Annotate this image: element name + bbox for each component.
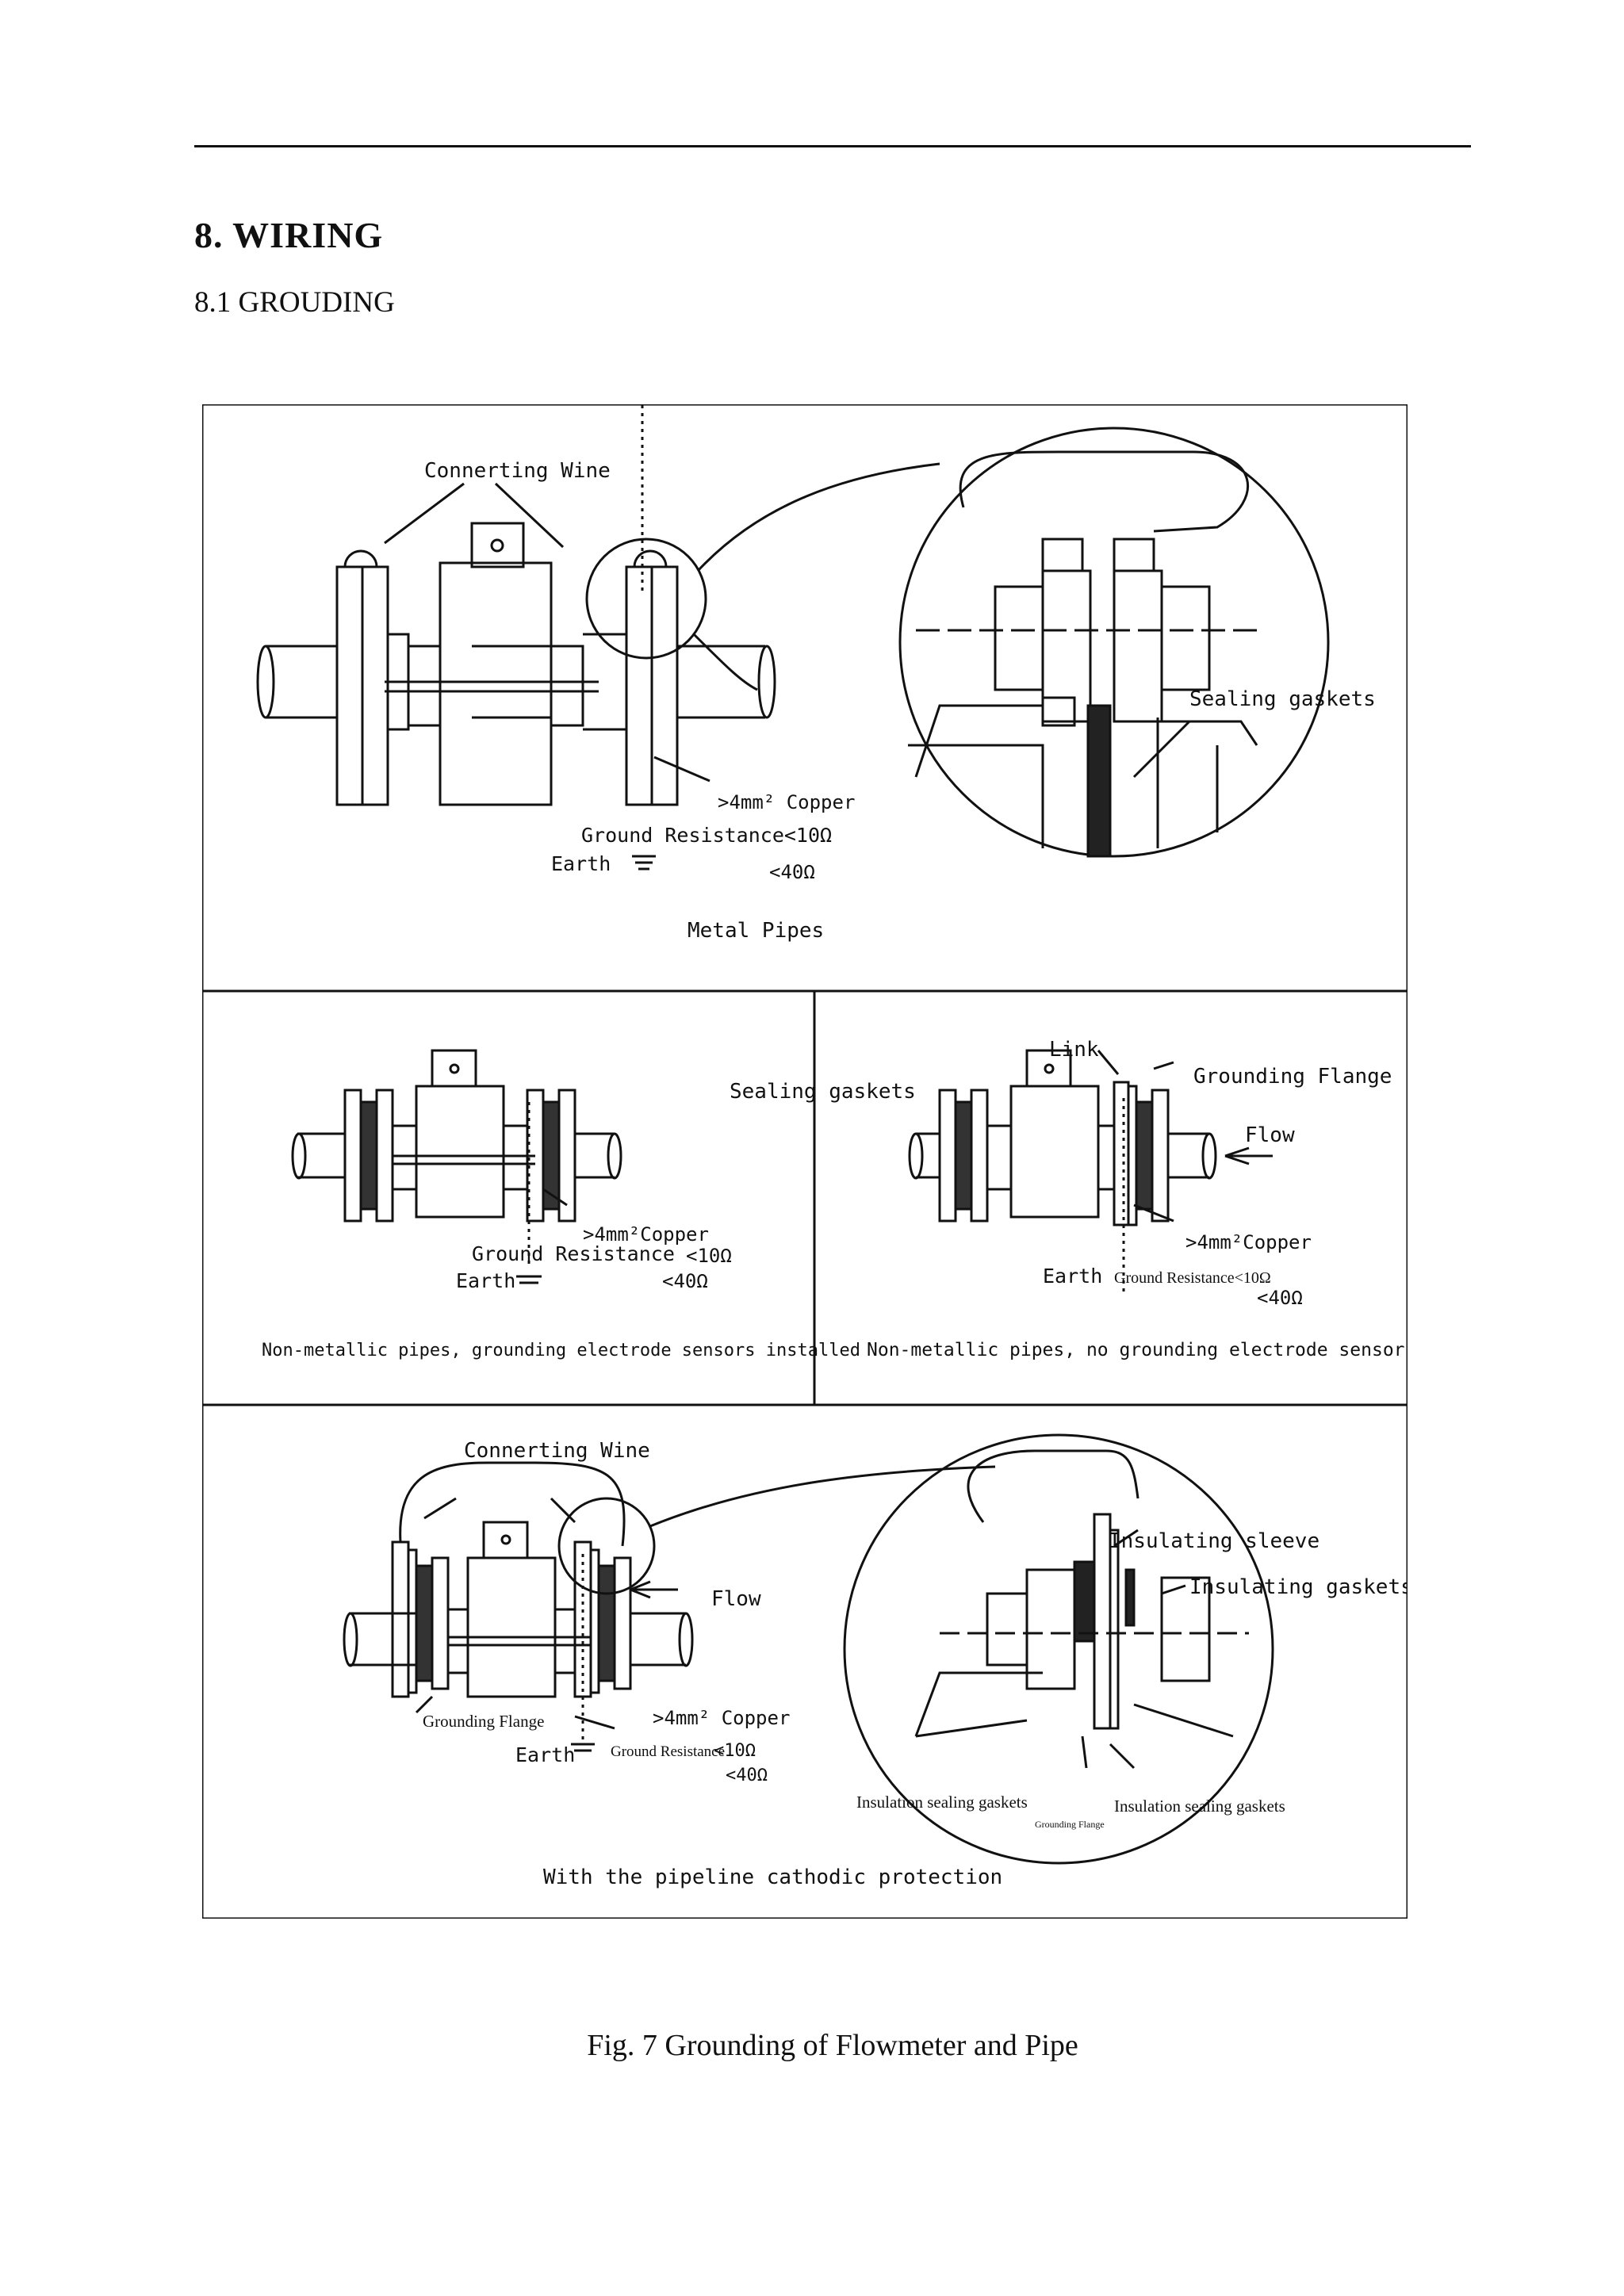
label-earth-1: Earth xyxy=(551,852,611,875)
figure-frame xyxy=(202,404,1408,1919)
label-ground-resistance-1: Ground Resistance<10Ω xyxy=(581,824,832,847)
header-rule xyxy=(194,145,1471,147)
label-40-4: <40Ω xyxy=(726,1766,768,1785)
label-10-2: <10Ω xyxy=(686,1245,732,1267)
label-40-2: <40Ω xyxy=(662,1270,708,1292)
label-insulating-gaskets: Insulating gaskets xyxy=(1189,1575,1408,1599)
label-earth-4: Earth xyxy=(515,1743,575,1766)
grounding-figure: Connerting Wine Sealing gaskets >4mm² Co… xyxy=(202,404,1408,1919)
label-40-1: <40Ω xyxy=(769,861,815,883)
flow-arrow-panel3 xyxy=(1224,1146,1250,1165)
label-copper-1: >4mm² Copper xyxy=(718,791,855,813)
label-flow-4: Flow xyxy=(711,1587,761,1611)
label-earth-3: Earth xyxy=(1043,1265,1102,1288)
panel-title-nonmetal-sensors: Non-metallic pipes, grounding electrode … xyxy=(262,1341,860,1360)
label-copper-2: >4mm²Copper xyxy=(583,1223,709,1246)
label-40-3: <40Ω xyxy=(1257,1287,1303,1309)
label-link: Link xyxy=(1049,1038,1099,1062)
flow-arrow-panel4 xyxy=(630,1580,651,1599)
nonmetal-sensors-assembly xyxy=(291,1049,622,1284)
label-earth-2: Earth xyxy=(456,1269,515,1292)
label-grounding-flange-small: Grounding Flange xyxy=(1035,1819,1105,1830)
label-ground-resistance-4: Ground Resistance xyxy=(611,1743,725,1760)
label-copper-4: >4mm² Copper xyxy=(653,1707,790,1729)
metal-pipes-zoom-detail xyxy=(898,427,1330,858)
label-10-4: <10Ω xyxy=(714,1741,756,1761)
label-insulation-sealing-left: Insulation sealing gaskets xyxy=(856,1793,1028,1812)
section-title: 8. WIRING xyxy=(194,215,384,255)
label-insulation-sealing-right: Insulation sealing gaskets xyxy=(1114,1797,1285,1816)
panel-title-nonmetal-no-sensors: Non-metallic pipes, no grounding electro… xyxy=(867,1340,1408,1360)
label-sealing-gaskets-2: Sealing gaskets xyxy=(730,1080,916,1104)
label-ground-resistance-3: Ground Resistance<10Ω xyxy=(1114,1269,1271,1287)
grounding-diagram: Connerting Wine Sealing gaskets >4mm² Co… xyxy=(202,404,1408,1919)
label-connecting-wire-4: Connerting Wine xyxy=(464,1439,650,1463)
cathodic-assembly xyxy=(343,1461,996,1752)
label-connecting-wire-1: Connerting Wine xyxy=(424,459,611,483)
nonmetal-no-sensors-assembly xyxy=(908,1049,1273,1292)
panel-title-cathodic: With the pipeline cathodic protection xyxy=(543,1866,1002,1889)
label-insulating-sleeve: Insulating sleeve xyxy=(1109,1529,1320,1553)
label-sealing-gaskets-1: Sealing gaskets xyxy=(1189,687,1376,711)
label-grounding-flange-4: Grounding Flange xyxy=(423,1712,544,1731)
panel-title-metal-pipes: Metal Pipes xyxy=(688,919,824,943)
cathodic-zoom-detail xyxy=(843,1433,1274,1865)
metal-pipes-assembly xyxy=(256,404,940,871)
label-flow-3: Flow xyxy=(1245,1123,1295,1147)
figure-caption: Fig. 7 Grounding of Flowmeter and Pipe xyxy=(587,2029,1078,2062)
label-grounding-flange-3: Grounding Flange xyxy=(1193,1065,1392,1089)
label-copper-3: >4mm²Copper xyxy=(1185,1231,1312,1253)
subsection-title: 8.1 GROUDING xyxy=(194,286,395,319)
label-ground-resistance-2: Ground Resistance xyxy=(472,1242,675,1265)
